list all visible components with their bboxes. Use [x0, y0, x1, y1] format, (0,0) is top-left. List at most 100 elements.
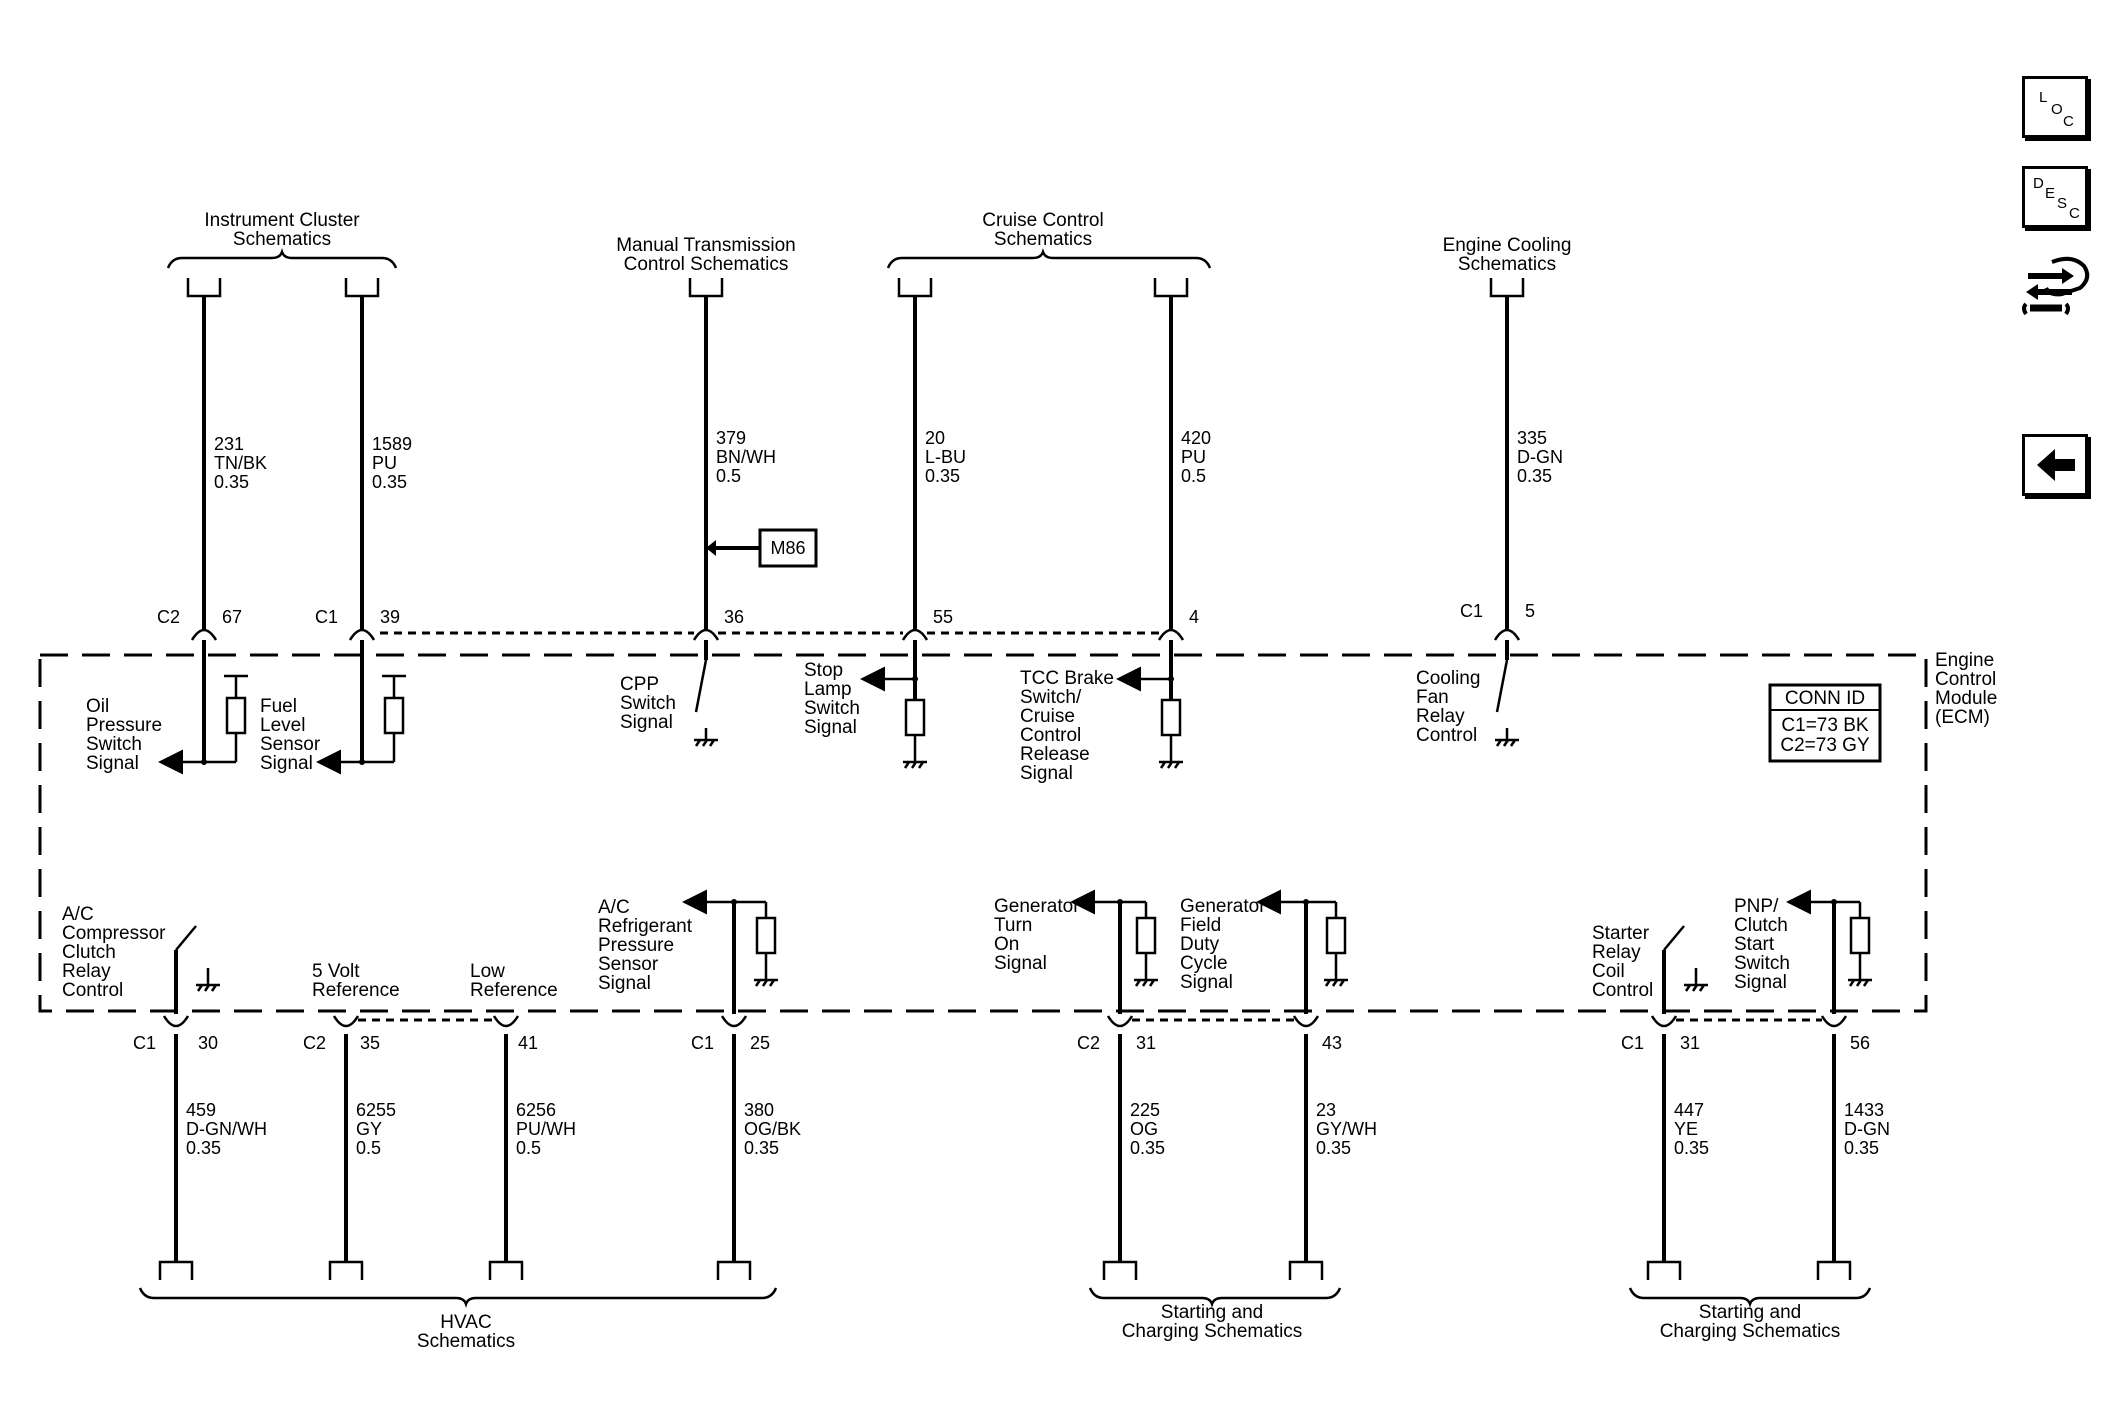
- svg-text:D-GN: D-GN: [1844, 1119, 1890, 1139]
- stop-lamp-internal: [860, 640, 927, 769]
- repair-procedure-icon[interactable]: [2022, 248, 2092, 322]
- dest-hvac[interactable]: HVAC Schematics: [138, 1287, 778, 1352]
- circuit-label-20: 20 L-BU 0.35: [925, 428, 966, 486]
- dest-starting-charging-2[interactable]: Starting and Charging Schematics: [1628, 1287, 1872, 1342]
- svg-text:C1: C1: [133, 1033, 156, 1053]
- description-button[interactable]: D E S C: [2022, 166, 2088, 228]
- svg-text:Cooling: Cooling: [1416, 668, 1480, 689]
- loc-letter-l: L: [2039, 89, 2048, 106]
- top-wires: [202, 296, 1509, 630]
- starter-relay-signal-label: Starter Relay Coil Control: [1592, 923, 1653, 1001]
- top-pin-labels: C2 67 C1 39 36 55 4 C1 5: [157, 601, 1535, 627]
- svg-text:Switch: Switch: [620, 693, 676, 714]
- conn-id-line-1: C1=73 BK: [1781, 715, 1868, 736]
- svg-text:Starter: Starter: [1592, 923, 1650, 944]
- tcc-brake-internal: [1116, 640, 1183, 769]
- svg-text:Generator: Generator: [994, 896, 1080, 917]
- splice-m86[interactable]: M86: [706, 528, 818, 568]
- svg-text:Control: Control: [1592, 980, 1653, 1001]
- svg-text:0.35: 0.35: [1674, 1138, 1709, 1158]
- svg-text:Control: Control: [1020, 725, 1081, 746]
- svg-text:Coil: Coil: [1592, 961, 1625, 982]
- circuit-label-447: 447 YE 0.35: [1674, 1100, 1709, 1158]
- svg-text:Signal: Signal: [260, 753, 313, 774]
- svg-text:Schematics: Schematics: [417, 1331, 515, 1352]
- svg-text:TCC Brake: TCC Brake: [1020, 668, 1114, 689]
- svg-text:Compressor: Compressor: [62, 923, 166, 944]
- svg-text:YE: YE: [1674, 1119, 1698, 1139]
- dest-cruise-control[interactable]: Cruise Control Schematics: [886, 210, 1212, 269]
- svg-text:Stop: Stop: [804, 660, 843, 681]
- lowref-signal-label: Low Reference: [470, 961, 558, 1001]
- svg-text:OG: OG: [1130, 1119, 1158, 1139]
- dest-starting-charging-1[interactable]: Starting and Charging Schematics: [1088, 1287, 1342, 1342]
- svg-text:(ECM): (ECM): [1935, 707, 1990, 728]
- pnp-internal: [1786, 889, 1872, 1014]
- svg-text:Sensor: Sensor: [260, 734, 321, 755]
- circuit-label-231: 231 TN/BK 0.35: [214, 434, 267, 492]
- svg-text:Low: Low: [470, 961, 505, 982]
- svg-text:Switch/: Switch/: [1020, 687, 1082, 708]
- svg-text:Start: Start: [1734, 934, 1775, 955]
- fuel-level-internal: [316, 640, 406, 775]
- svg-text:M86: M86: [770, 538, 805, 558]
- circuit-label-225: 225 OG 0.35: [1130, 1100, 1165, 1158]
- cpp-switch-internal: [694, 640, 718, 747]
- ac-relay-internal: [174, 925, 220, 1014]
- svg-text:C2: C2: [1077, 1033, 1100, 1053]
- circuit-label-6255: 6255 GY 0.5: [356, 1100, 396, 1158]
- svg-text:Module: Module: [1935, 688, 1997, 709]
- gen-turn-on-internal: [1070, 889, 1158, 1014]
- circuit-label-1589: 1589 PU 0.35: [372, 434, 412, 492]
- loc-letter-o: O: [2051, 101, 2063, 118]
- svg-text:0.35: 0.35: [744, 1138, 779, 1158]
- ac-pressure-internal: [682, 889, 778, 1014]
- svg-text:0.35: 0.35: [214, 472, 249, 492]
- svg-text:41: 41: [518, 1033, 538, 1053]
- svg-text:Level: Level: [260, 715, 305, 736]
- svg-text:C1: C1: [691, 1033, 714, 1053]
- svg-text:4: 4: [1189, 607, 1199, 627]
- circuit-label-420: 420 PU 0.5: [1181, 428, 1211, 486]
- svg-text:Sensor: Sensor: [598, 954, 659, 975]
- stop-lamp-signal-label: Stop Lamp Switch Signal: [804, 660, 860, 738]
- svg-text:231: 231: [214, 434, 244, 454]
- dest-manual-transmission[interactable]: Manual Transmission Control Schematics: [616, 235, 796, 275]
- svg-text:Switch: Switch: [804, 698, 860, 719]
- back-arrow-button[interactable]: [2022, 434, 2088, 496]
- svg-text:Relay: Relay: [1416, 706, 1465, 727]
- svg-text:C2: C2: [303, 1033, 326, 1053]
- svg-text:C1: C1: [1621, 1033, 1644, 1053]
- location-button[interactable]: L O C: [2022, 76, 2088, 138]
- svg-text:420: 420: [1181, 428, 1211, 448]
- dest-instrument-cluster[interactable]: Instrument Cluster Schematics: [166, 210, 398, 269]
- svg-text:Control: Control: [62, 980, 123, 1001]
- svg-text:6255: 6255: [356, 1100, 396, 1120]
- svg-text:GY/WH: GY/WH: [1316, 1119, 1377, 1139]
- svg-text:TN/BK: TN/BK: [214, 453, 267, 473]
- bottom-pin-terminals: [162, 1015, 1848, 1028]
- svg-text:Signal: Signal: [994, 953, 1047, 974]
- svg-text:Starting and: Starting and: [1699, 1302, 1801, 1323]
- svg-text:55: 55: [933, 607, 953, 627]
- svg-text:PU: PU: [1181, 447, 1206, 467]
- svg-text:Signal: Signal: [598, 973, 651, 994]
- circuit-label-380: 380 OG/BK 0.35: [744, 1100, 801, 1158]
- top-connectors: [186, 278, 1525, 298]
- svg-text:43: 43: [1322, 1033, 1342, 1053]
- svg-text:Starting and: Starting and: [1161, 1302, 1263, 1323]
- svg-text:C2: C2: [157, 607, 180, 627]
- circuit-label-1433: 1433 D-GN 0.35: [1844, 1100, 1890, 1158]
- circuit-label-23: 23 GY/WH 0.35: [1316, 1100, 1377, 1158]
- svg-text:Reference: Reference: [470, 980, 558, 1001]
- cooling-fan-internal: [1495, 640, 1519, 747]
- svg-text:Field: Field: [1180, 915, 1221, 936]
- svg-text:Control: Control: [1935, 669, 1996, 690]
- circuit-label-379: 379 BN/WH 0.5: [716, 428, 776, 486]
- svg-text:39: 39: [380, 607, 400, 627]
- svg-text:Cycle: Cycle: [1180, 953, 1228, 974]
- svg-text:36: 36: [724, 607, 744, 627]
- svg-text:C1: C1: [315, 607, 338, 627]
- dest-engine-cooling[interactable]: Engine Cooling Schematics: [1443, 235, 1572, 275]
- svg-text:459: 459: [186, 1100, 216, 1120]
